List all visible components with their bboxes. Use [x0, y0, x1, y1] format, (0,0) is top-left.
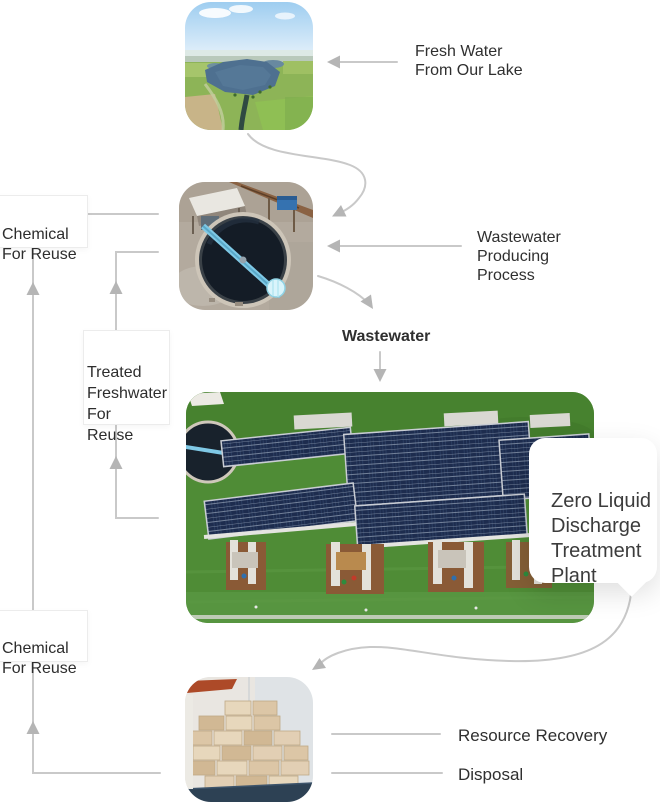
curve-bubble-to-bricks [319, 593, 632, 665]
arrowhead-into-clarifier-right [327, 239, 340, 253]
arrowhead-up-chemical-bottom [26, 721, 40, 734]
treated-freshwater-box: Treated Freshwater For Reuse [83, 330, 170, 444]
arrowhead-up-treated [109, 281, 123, 294]
lake-photo-art [185, 2, 313, 130]
zld-plant-bubble: Zero Liquid Discharge Treatment Plant [529, 438, 657, 597]
bricks-photo [185, 677, 313, 802]
chemical-reuse-top-box: Chemical For Reuse [0, 195, 88, 263]
arrowhead-to-lake [327, 55, 340, 69]
treated-freshwater-label: Treated Freshwater For Reuse [87, 364, 168, 444]
arrowheads [26, 55, 387, 734]
arrowhead-to-wastewater-label [360, 294, 373, 309]
line-treated-to-clarifier [115, 251, 159, 331]
wastewater-producing-label: Wastewater Producing Process [477, 229, 561, 284]
line-plant-to-treated [115, 423, 159, 519]
curve-lake-to-clarifier [247, 133, 367, 215]
chemical-reuse-bottom-label: Chemical For Reuse [2, 640, 77, 677]
arrowhead-up-into-treated-box [109, 456, 123, 469]
fresh-water-label: Fresh Water From Our Lake [415, 43, 523, 79]
line-vertical-chemical-bottom [32, 661, 161, 774]
disposal-label: Disposal [458, 765, 524, 784]
zld-plant-label: Zero Liquid Discharge Treatment Plant [551, 490, 652, 587]
arrowhead-into-bricks-gap [312, 658, 326, 670]
arrowhead-into-clarifier-top [332, 205, 347, 217]
chemical-reuse-top-label: Chemical For Reuse [2, 226, 77, 263]
arrowhead-into-plant [373, 369, 387, 382]
lake-photo [185, 2, 313, 130]
brick-stack [186, 700, 310, 789]
wastewater-label: Wastewater [342, 328, 431, 345]
arrowhead-up-chemical-top [26, 282, 40, 295]
resource-recovery-label: Resource Recovery [458, 726, 608, 745]
clarifier-photo [179, 182, 313, 310]
chemical-reuse-bottom-box: Chemical For Reuse [0, 610, 88, 677]
clarifier-photo-art [179, 182, 313, 310]
curve-clarifier-to-wastewater [317, 275, 370, 305]
bricks-photo-art [185, 677, 313, 802]
